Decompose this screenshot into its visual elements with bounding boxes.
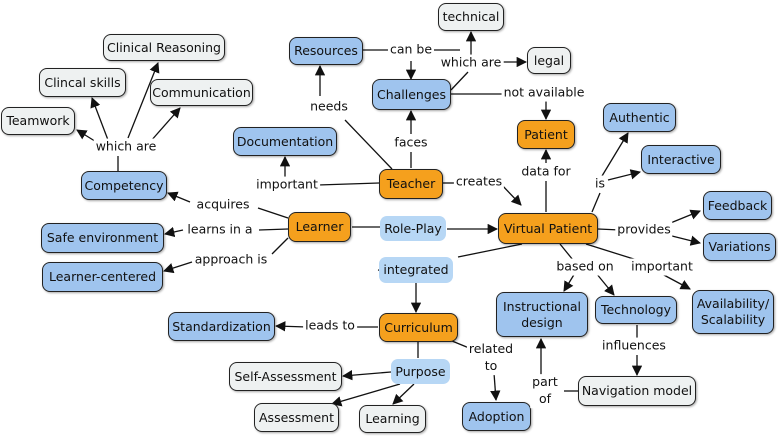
link-acquires: acquires <box>194 196 252 214</box>
node-learner[interactable]: Learner <box>288 212 351 242</box>
edge-challenges-which-are <box>450 71 469 91</box>
node-curriculum[interactable]: Curriculum <box>379 313 458 342</box>
edge-learner-approach <box>271 237 289 255</box>
edge-purpose-learning <box>392 383 415 405</box>
edge-teacher-needs <box>344 119 393 170</box>
node-virtual-patient[interactable]: Virtual Patient <box>498 213 598 244</box>
node-adoption[interactable]: Adoption <box>462 402 531 431</box>
link-important-left: important <box>254 176 320 194</box>
edge-learner-learns <box>258 228 289 231</box>
link-related-to: related to <box>466 341 516 375</box>
node-communication[interactable]: Communication <box>150 79 253 106</box>
node-standardization[interactable]: Standardization <box>168 312 275 341</box>
node-patient[interactable]: Patient <box>517 120 575 149</box>
link-influences: influences <box>600 337 668 355</box>
edge-leads-to-standardization <box>274 321 308 332</box>
link-data-for: data for <box>519 163 573 181</box>
node-availability[interactable]: Availability/ Scalability <box>692 290 774 334</box>
node-legal[interactable]: legal <box>527 47 571 74</box>
edge-which-are-clinical-skills <box>90 97 109 141</box>
edge-based-on-technology <box>595 272 615 296</box>
edge-which-are-communication <box>149 107 181 143</box>
edge-vp-is <box>591 192 601 213</box>
node-role-play[interactable]: Role-Play <box>380 216 446 241</box>
node-authentic[interactable]: Authentic <box>603 103 676 132</box>
edge-acquires-competency <box>167 191 191 203</box>
link-which-are-left: which are <box>93 138 159 156</box>
link-leads-to: leads to <box>303 317 357 335</box>
node-safe-environment[interactable]: Safe environment <box>41 223 164 253</box>
link-important-right: important <box>629 258 695 276</box>
edge-is-interactive <box>607 169 642 181</box>
edge-purpose-assessment <box>331 383 401 407</box>
node-variations[interactable]: Variations <box>703 233 776 261</box>
edge-teacher-important <box>317 182 380 186</box>
link-not-available: not available <box>501 84 587 102</box>
link-can-be: can be <box>387 41 435 59</box>
node-purpose[interactable]: Purpose <box>391 359 450 384</box>
node-challenges[interactable]: Challenges <box>372 79 451 110</box>
edge-vp-integrated <box>457 243 523 258</box>
link-based-on: based on <box>554 258 616 276</box>
node-competency[interactable]: Competency <box>81 171 167 200</box>
node-self-assessment[interactable]: Self-Assessment <box>229 362 342 391</box>
edge-approach-learner-centered <box>163 261 193 274</box>
edge-vp-based-on <box>559 243 574 261</box>
link-needs: needs <box>308 98 350 116</box>
link-provides: provides <box>615 221 673 239</box>
node-teamwork[interactable]: Teamwork <box>1 107 75 135</box>
node-documentation[interactable]: Documentation <box>233 127 337 156</box>
edge-purpose-self-assessment <box>341 370 392 381</box>
link-which-are-top: which are <box>438 54 504 72</box>
link-approach-is: approach is <box>192 251 270 269</box>
node-feedback[interactable]: Feedback <box>703 191 772 220</box>
edge-important-availability <box>661 273 691 290</box>
link-faces: faces <box>392 134 430 152</box>
node-integrated[interactable]: integrated <box>379 257 453 283</box>
node-assessment[interactable]: Assessment <box>254 403 339 432</box>
node-clinical-reasoning[interactable]: Clinical Reasoning <box>103 34 225 61</box>
edge-learns-safe-env <box>163 226 184 238</box>
link-is: is <box>593 175 607 193</box>
edge-vp-important <box>585 243 641 262</box>
node-clinical-skills[interactable]: Clincal skills <box>39 68 126 97</box>
node-navigation-model[interactable]: Navigation model <box>578 376 696 406</box>
edge-learner-acquires <box>257 207 289 219</box>
node-technology[interactable]: Technology <box>595 296 677 324</box>
node-resources[interactable]: Resources <box>289 37 363 65</box>
link-learns-in-a: learns in a <box>185 221 255 239</box>
link-creates: creates <box>453 173 505 191</box>
edge-based-on-instructional <box>563 272 576 292</box>
node-learner-centered[interactable]: Learner-centered <box>42 262 163 292</box>
node-learning[interactable]: Learning <box>359 405 426 433</box>
node-teacher[interactable]: Teacher <box>379 169 443 199</box>
edge-provides-variations <box>667 234 702 246</box>
edge-provides-feedback <box>667 209 701 225</box>
edge-related-adoption <box>490 372 501 402</box>
edge-is-authentic <box>601 132 629 177</box>
edge-which-are-clinical-reasoning <box>127 62 160 139</box>
link-part-of: part of <box>530 374 560 408</box>
node-instructional-design[interactable]: Instructional design <box>496 292 588 337</box>
node-interactive[interactable]: Interactive <box>641 145 721 174</box>
node-technical[interactable]: technical <box>438 3 504 31</box>
